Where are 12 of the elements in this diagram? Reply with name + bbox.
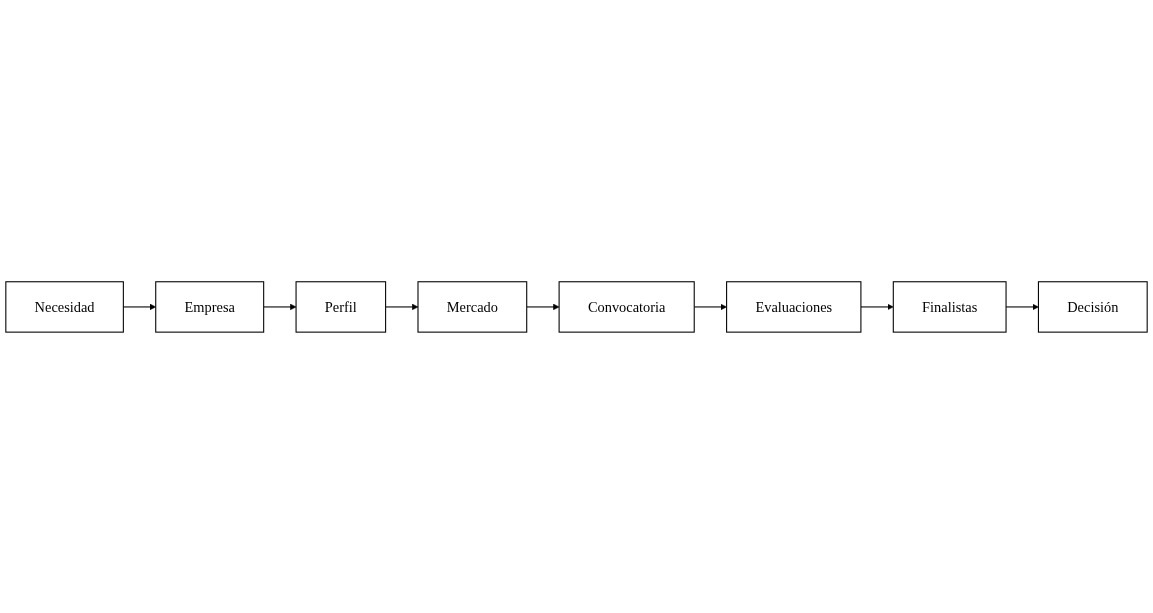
node-box: Necesidad <box>5 280 124 333</box>
arrow <box>526 303 560 310</box>
node-box: Mercado <box>417 280 528 333</box>
arrow <box>263 303 297 310</box>
node-box: Perfil <box>295 280 387 333</box>
node-box: Decisión <box>1037 280 1148 333</box>
node-box: Evaluaciones <box>726 280 862 333</box>
arrow <box>860 303 894 310</box>
node-box: Empresa <box>155 280 265 333</box>
node-box: Convocatoria <box>558 280 695 333</box>
arrow <box>385 303 419 310</box>
node-box: Finalistas <box>892 280 1007 333</box>
